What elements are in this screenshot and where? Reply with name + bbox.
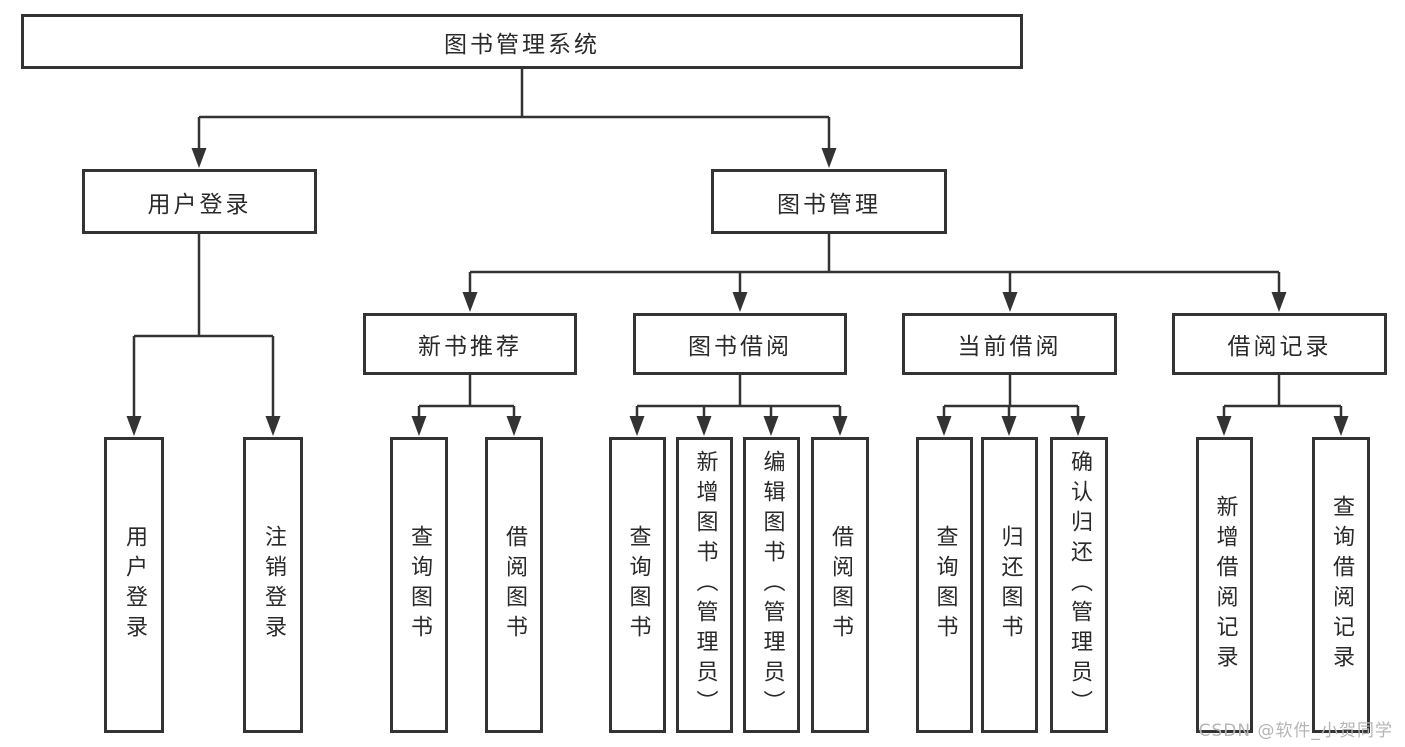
arrowhead-leaf-newbooks-query [411,416,427,436]
leaf-newbooks-borrow: 借阅图书 [485,437,543,733]
connector-lines [132,69,1343,418]
connector-borrow-children [635,375,842,418]
arrowhead-leaf-borrow-query [629,416,645,436]
arrowhead-current [1002,292,1018,312]
leaf-borrow-borrow: 借阅图书 [811,437,869,733]
leaf-newbooks-query: 查询图书 [390,437,448,733]
arrowhead-leaf-borrow-borrow [832,416,848,436]
leaf-logout: 注销登录 [243,437,303,733]
node-current-borrow: 当前借阅 [902,313,1117,375]
connector-current-children [942,375,1080,418]
arrowhead-leaf-current-return [1001,416,1017,436]
arrowhead-leaf-records-add [1216,416,1232,436]
arrowhead-leaf-current-confirm [1070,416,1086,436]
connector-records-children [1222,375,1343,418]
connector-root-to-level2 [197,69,831,150]
arrowhead-leaf-records-query [1333,416,1349,436]
arrowhead-records [1271,292,1287,312]
node-new-book-recommend: 新书推荐 [363,313,577,375]
arrowhead-leaf-current-query [936,416,952,436]
leaf-current-query: 查询图书 [916,437,973,733]
leaf-borrow-query: 查询图书 [609,437,666,733]
arrowhead-leaf-logout [265,416,281,436]
connector-newbooks-children [417,375,516,418]
arrowhead-newbooks [462,292,478,312]
node-borrow-records: 借阅记录 [1172,313,1387,375]
arrowhead-leaf-user-login [126,416,142,436]
leaf-user-login: 用户登录 [104,437,164,733]
watermark: CSDN @软件_小贺同学 [1198,721,1393,741]
node-book-borrow: 图书借阅 [633,313,847,375]
leaf-borrow-edit: 编辑图书（管理员） [743,437,800,733]
connector-login-children [132,234,275,418]
node-root: 图书管理系统 [21,14,1023,69]
arrowhead-mgmt [821,148,837,168]
node-user-login: 用户登录 [82,169,317,234]
leaf-borrow-add: 新增图书（管理员） [676,437,733,733]
arrowhead-login [191,148,207,168]
leaf-current-return: 归还图书 [981,437,1038,733]
leaf-records-query: 查询借阅记录 [1312,437,1370,733]
arrowhead-leaf-borrow-add [696,416,712,436]
arrowhead-leaf-newbooks-borrow [506,416,522,436]
leaf-current-confirm: 确认归还（管理员） [1050,437,1108,733]
arrowhead-leaf-borrow-edit [763,416,779,436]
arrowhead-borrow [732,292,748,312]
connector-mgmt-to-level3 [468,234,1281,293]
node-book-management: 图书管理 [711,169,947,234]
leaf-records-add: 新增借阅记录 [1196,437,1253,733]
arrowheads [126,148,1349,436]
